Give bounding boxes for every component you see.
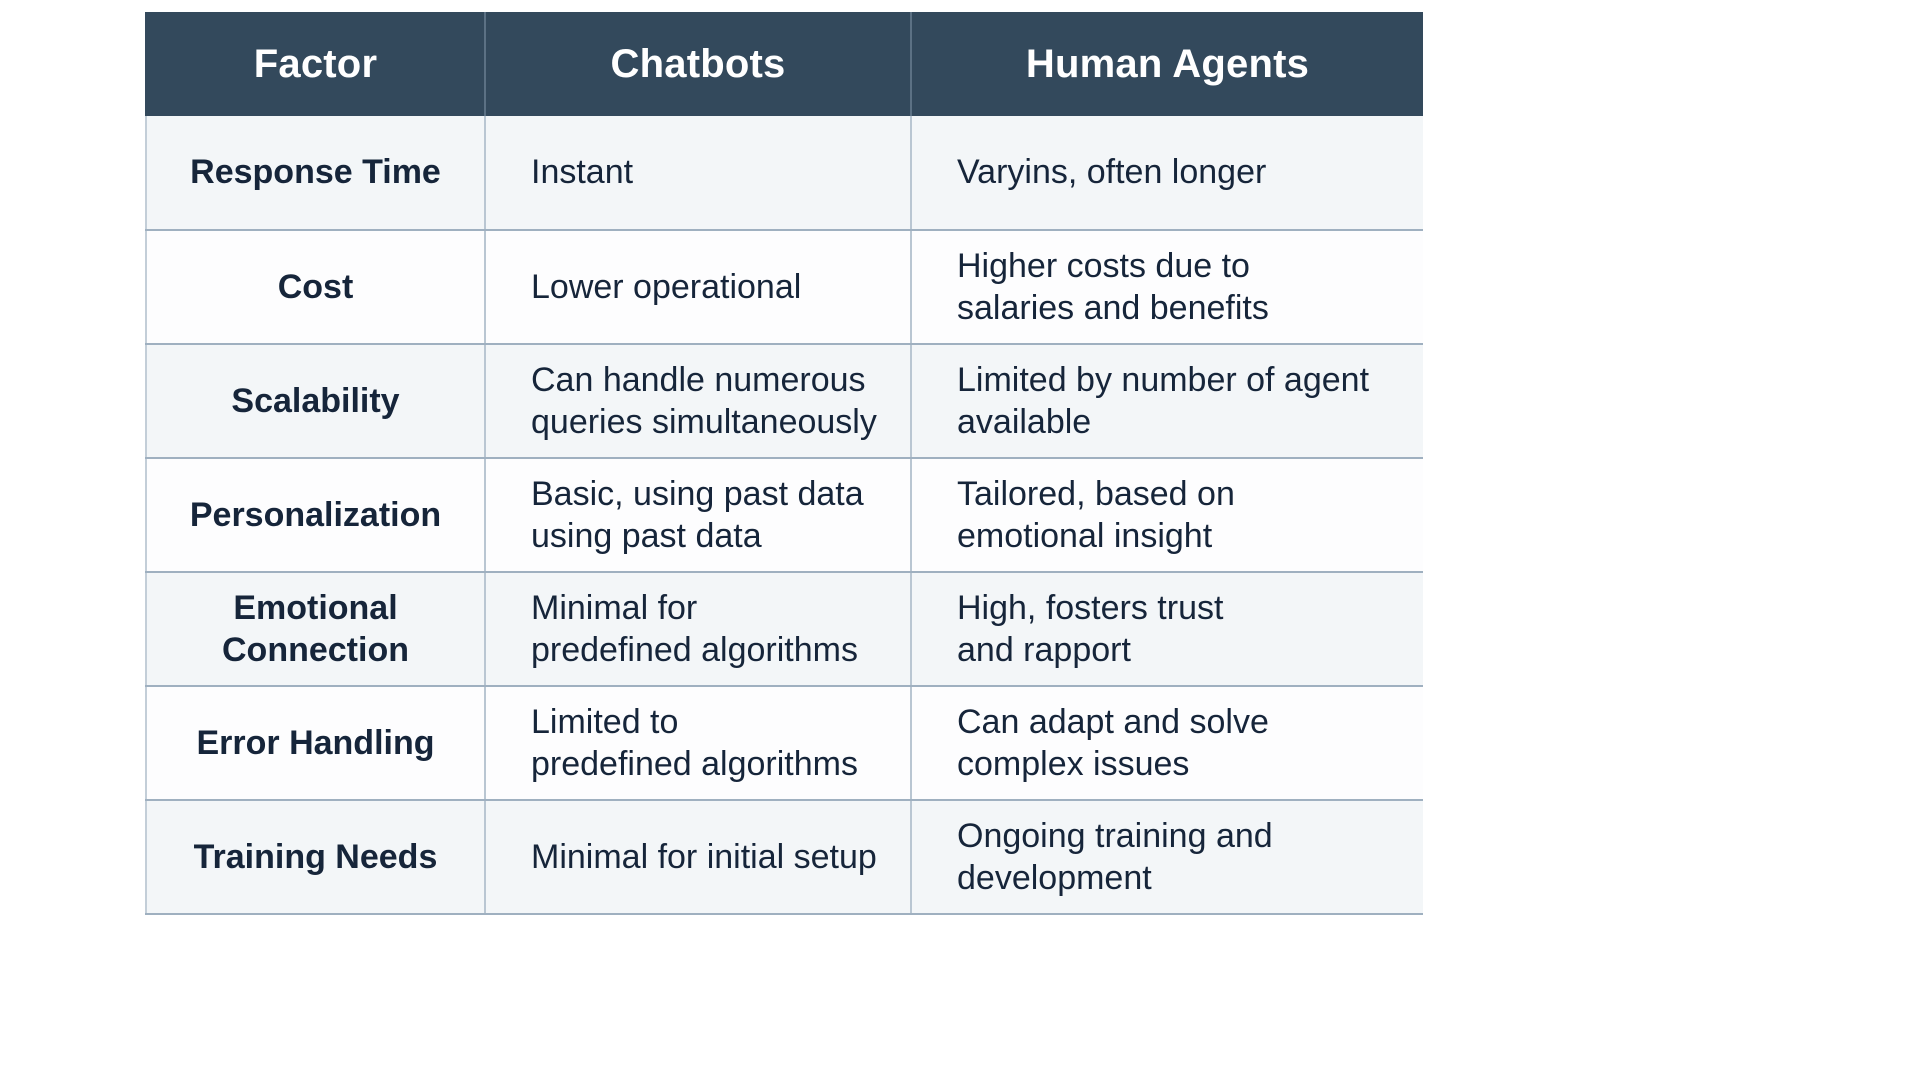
cell-chatbots: Instant [485, 116, 912, 231]
cell-human: Varyins, often longer [911, 116, 1423, 231]
cell-chatbots: Minimal for initial setup [485, 800, 912, 915]
table-row: Training Needs Minimal for initial setup O… [145, 800, 1423, 915]
cell-chatbots: Minimal for predefined algorithms [485, 572, 912, 687]
cell-line: Lower operational [531, 267, 802, 306]
cell-factor: Emotional Connection [145, 572, 486, 687]
column-header-factor: Factor [145, 12, 486, 116]
cell-human: High, fosters trust and rapport [911, 572, 1423, 687]
comparison-table: Factor Chatbots Human Agents Response Ti… [145, 12, 1423, 915]
table-row: Emotional Connection Minimal for predefine… [145, 572, 1423, 687]
cell-line: predefined algorithms [531, 631, 858, 669]
table-row: Scalability Can handle numerous queries si… [145, 344, 1423, 459]
cell-chatbots: Limited to predefined algorithms [485, 686, 912, 801]
table-row: Response Time Instant Varyins, often longe… [145, 116, 1423, 231]
cell-line: and rapport [957, 631, 1131, 669]
table-header: Factor Chatbots Human Agents [145, 12, 1423, 116]
cell-chatbots: Can handle numerous queries simultaneousl… [485, 344, 912, 459]
cell-line: complex issues [957, 745, 1190, 783]
table-header-row: Factor Chatbots Human Agents [145, 12, 1423, 116]
table-row: Cost Lower operational Higher costs due to… [145, 230, 1423, 345]
cell-chatbots: Lower operational [485, 230, 912, 345]
cell-factor: Response Time [145, 116, 486, 231]
cell-human: Can adapt and solve complex issues [911, 686, 1423, 801]
cell-line: Higher costs due to [957, 246, 1250, 285]
cell-line: Ongoing training and [957, 816, 1273, 855]
cell-line: High, fosters trust [957, 588, 1224, 627]
cell-human: Higher costs due to salaries and benefits [911, 230, 1423, 345]
cell-human: Tailored, based on emotional insight [911, 458, 1423, 573]
cell-line: Limited by number of agent [957, 360, 1370, 399]
cell-line: Minimal for initial setup [531, 837, 877, 876]
cell-factor: Personalization [145, 458, 486, 573]
cell-factor: Training Needs [145, 800, 486, 915]
cell-line: salaries and benefits [957, 289, 1269, 327]
column-header-chatbots: Chatbots [485, 12, 912, 116]
cell-factor: Error Handling [145, 686, 486, 801]
table-row: Error Handling Limited to predefined algor… [145, 686, 1423, 801]
cell-line: Limited to [531, 702, 679, 741]
cell-line: Basic, using past data [531, 474, 864, 513]
cell-human: Limited by number of agent available [911, 344, 1423, 459]
column-header-human-agents: Human Agents [911, 12, 1423, 116]
cell-factor: Scalability [145, 344, 486, 459]
cell-line: Instant [531, 153, 634, 192]
cell-factor: Cost [145, 230, 486, 345]
table-body: Response Time Instant Varyins, often longe… [145, 116, 1423, 915]
cell-line: Varyins, often longer [957, 153, 1267, 192]
cell-line: available [957, 403, 1092, 441]
cell-line: using past data [531, 517, 762, 555]
cell-human: Ongoing training and development [911, 800, 1423, 915]
cell-line: development [957, 859, 1152, 897]
cell-line: queries simultaneously [531, 403, 877, 441]
cell-chatbots: Basic, using past data using past data [485, 458, 912, 573]
cell-line: predefined algorithms [531, 745, 858, 783]
table-row: Personalization Basic, using past data usi… [145, 458, 1423, 573]
cell-line: Can adapt and solve [957, 702, 1269, 741]
cell-line: Can handle numerous [531, 360, 866, 399]
cell-line: Minimal for [531, 588, 698, 627]
cell-line: Tailored, based on [957, 474, 1235, 513]
cell-line: emotional insight [957, 517, 1213, 555]
